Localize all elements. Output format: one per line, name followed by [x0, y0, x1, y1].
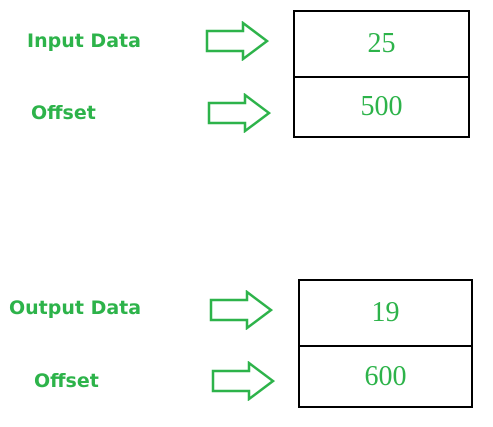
input-data-value: 25 [367, 28, 396, 59]
input-offset-cell: 500 [295, 76, 468, 136]
input-data-arrow-icon [205, 21, 269, 61]
input-memory-box: 25 500 [293, 10, 470, 138]
input-data-label: Input Data [27, 30, 141, 52]
input-offset-arrow-icon [207, 93, 271, 133]
output-offset-label: Offset [34, 370, 99, 392]
input-offset-value: 500 [360, 91, 403, 122]
output-data-cell: 19 [300, 281, 471, 345]
input-offset-label: Offset [31, 102, 96, 124]
output-offset-cell: 600 [300, 345, 471, 406]
output-offset-arrow-icon [211, 361, 275, 401]
output-data-arrow-icon [209, 290, 273, 330]
output-offset-value: 600 [364, 360, 407, 392]
input-data-cell: 25 [295, 12, 468, 76]
output-data-value: 19 [371, 297, 400, 328]
output-data-label: Output Data [9, 297, 142, 319]
output-memory-box: 19 600 [298, 279, 473, 408]
